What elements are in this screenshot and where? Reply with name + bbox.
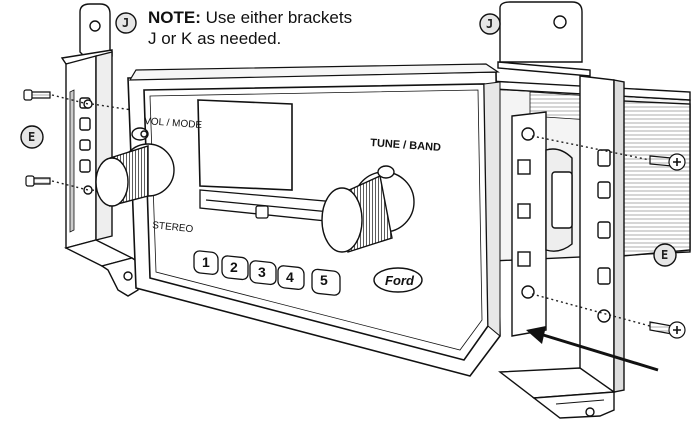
preset-button-3[interactable]: 3	[249, 260, 277, 286]
svg-text:1: 1	[202, 254, 210, 270]
right-screw-upper	[649, 153, 686, 171]
vol-mode-label: VOL / MODE	[144, 116, 203, 131]
pointer-arrow	[526, 326, 659, 372]
preset-button-1[interactable]: 1	[193, 250, 219, 275]
svg-text:J: J	[122, 16, 129, 30]
ford-logo: Ford	[373, 267, 423, 293]
tune-band-label: TUNE / BAND	[370, 137, 442, 154]
stereo-label: STEREO	[152, 220, 194, 235]
svg-text:E: E	[661, 248, 668, 262]
preset-button-2[interactable]: 2	[221, 255, 249, 281]
callout-e-right: E	[653, 243, 677, 267]
preset-buttons: 1 2 3 4 5	[193, 250, 341, 296]
svg-text:3: 3	[258, 264, 266, 280]
left-mounting-bracket	[60, 3, 139, 297]
callout-e-left: E	[20, 125, 44, 149]
radio-side-plate	[511, 111, 573, 337]
callout-j-left: J	[115, 12, 137, 34]
note-heading: NOTE:	[148, 8, 201, 27]
installation-note: NOTE: Use either brackets J or K as need…	[148, 7, 408, 49]
right-screw-guide-lines	[531, 135, 651, 327]
svg-text:E: E	[28, 130, 35, 144]
radio-display	[197, 99, 293, 191]
svg-text:5: 5	[320, 272, 328, 288]
tune-band-knob[interactable]	[321, 165, 415, 253]
right-screw-lower	[649, 321, 686, 339]
left-screw-lower	[25, 175, 51, 187]
vol-mode-knob[interactable]	[95, 127, 175, 207]
callout-j-right: J	[479, 13, 501, 35]
left-screw-upper	[23, 89, 51, 101]
svg-text:4: 4	[286, 269, 294, 285]
svg-text:J: J	[486, 17, 493, 31]
note-line-2: J or K as needed.	[148, 29, 282, 48]
note-line-1: Use either brackets	[205, 8, 353, 27]
svg-text:2: 2	[230, 259, 238, 275]
preset-button-4[interactable]: 4	[277, 265, 305, 291]
right-mounting-bracket	[497, 1, 625, 419]
preset-button-5[interactable]: 5	[311, 268, 341, 296]
svg-text:Ford: Ford	[385, 273, 415, 288]
